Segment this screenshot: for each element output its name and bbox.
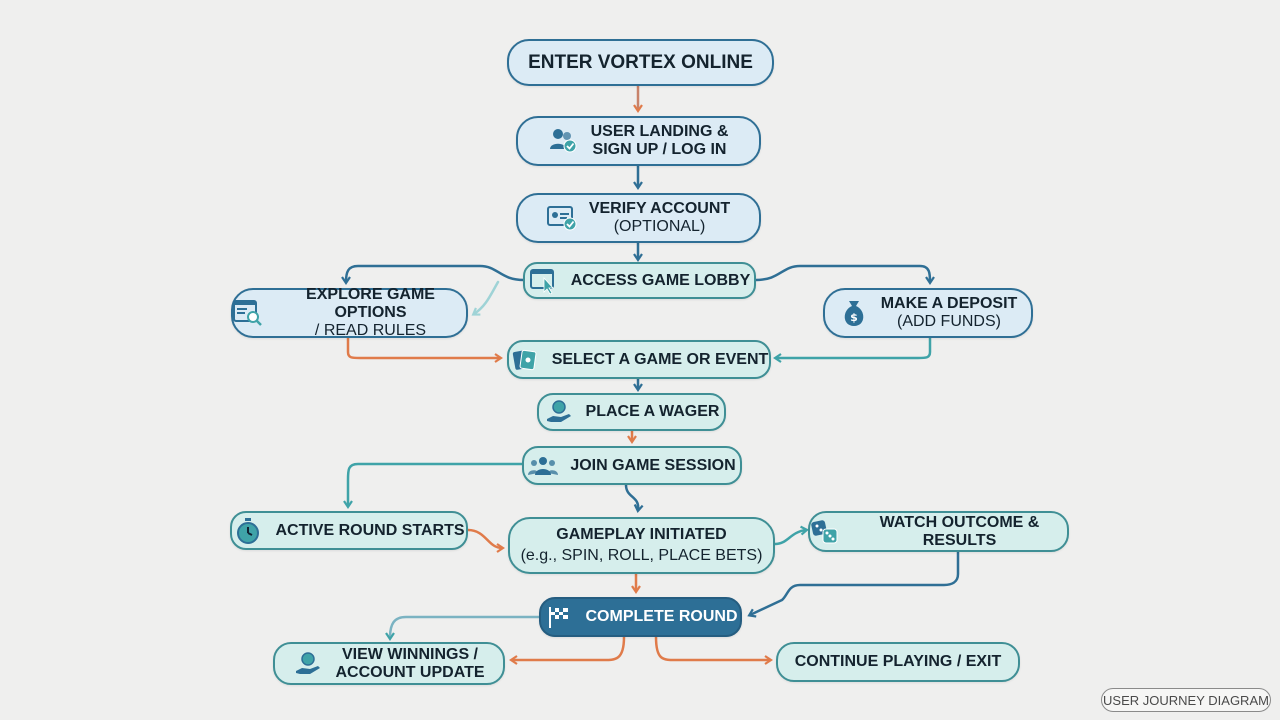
node-complete-round[interactable]: COMPLETE ROUND: [539, 597, 742, 637]
stopwatch-icon: [233, 516, 263, 546]
node-deposit-line1: MAKE A DEPOSIT: [880, 295, 1018, 312]
dice-icon: [810, 517, 840, 547]
node-gameplay-initiated[interactable]: GAMEPLAY INITIATED (e.g., SPIN, ROLL, PL…: [508, 517, 775, 574]
node-explore-line1: EXPLORE GAME OPTIONS: [306, 286, 435, 321]
hand-coin-icon: [544, 397, 574, 427]
node-gameplay-line1: GAMEPLAY INITIATED: [556, 526, 727, 543]
money-bag-icon: $: [839, 298, 869, 328]
node-continue-playing-exit[interactable]: CONTINUE PLAYING / EXIT: [776, 642, 1020, 682]
arrow-lobby-to-deposit: [754, 264, 935, 285]
id-card-check-icon: [546, 203, 577, 233]
node-deposit-line2: (ADD FUNDS): [896, 313, 1001, 330]
node-wager-label: PLACE A WAGER: [585, 403, 720, 420]
node-verify-account[interactable]: VERIFY ACCOUNT (OPTIONAL): [516, 193, 761, 243]
node-winnings-line1: VIEW WINNINGS /: [342, 645, 478, 663]
arrow-complete-to-winnings-lower: [509, 635, 626, 665]
node-view-winnings[interactable]: VIEW WINNINGS / ACCOUNT UPDATE: [273, 642, 505, 685]
arrow-lobby-to-explore-light: [471, 280, 500, 316]
arrow-active-to-gameplay: [466, 528, 505, 553]
node-enter-vortex-online[interactable]: ENTER VORTEX ONLINE: [507, 39, 774, 86]
cards-icon: [510, 345, 540, 375]
node-place-a-wager[interactable]: PLACE A WAGER: [537, 393, 726, 431]
node-lobby-label: ACCESS GAME LOBBY: [570, 271, 751, 289]
node-access-game-lobby[interactable]: ACCESS GAME LOBBY: [523, 262, 756, 299]
node-active-round-starts[interactable]: ACTIVE ROUND STARTS: [230, 511, 468, 550]
arrow-gameplay-to-watch: [773, 525, 809, 546]
node-select-label: SELECT A GAME OR EVENT: [551, 350, 769, 368]
arrow-complete-to-winnings: [385, 615, 542, 641]
hand-coin-icon: [293, 649, 323, 679]
node-enter-label: ENTER VORTEX ONLINE: [528, 51, 753, 73]
node-verify-line2: (OPTIONAL): [613, 218, 706, 235]
arrow-lobby-to-explore: [341, 264, 526, 285]
node-landing-line1: USER LANDING &: [590, 123, 729, 140]
node-gameplay-line2: (e.g., SPIN, ROLL, PLACE BETS): [520, 547, 763, 564]
document-search-icon: [233, 298, 263, 328]
node-landing-line2: SIGN UP / LOG IN: [592, 141, 727, 158]
checkered-flag-icon: [544, 602, 574, 632]
node-make-a-deposit[interactable]: $ MAKE A DEPOSIT (ADD FUNDS): [823, 288, 1033, 338]
arrow-join-to-gameplay: [624, 483, 644, 513]
node-join-label: JOIN GAME SESSION: [570, 456, 736, 474]
arrow-deposit-to-select: [773, 336, 932, 363]
node-verify-line1: VERIFY ACCOUNT: [588, 200, 731, 217]
svg-text:$: $: [850, 311, 858, 324]
node-select-game-or-event[interactable]: SELECT A GAME OR EVENT: [507, 340, 771, 379]
arrow-explore-to-select: [346, 336, 503, 363]
group-icon: [528, 451, 559, 481]
node-user-landing[interactable]: USER LANDING & SIGN UP / LOG IN: [516, 116, 761, 166]
arrow-watch-to-complete: [747, 550, 960, 618]
node-active-label: ACTIVE ROUND STARTS: [275, 521, 465, 539]
node-explore-line2: / READ RULES: [314, 322, 427, 339]
node-explore-game-options[interactable]: EXPLORE GAME OPTIONS / READ RULES: [231, 286, 468, 339]
node-complete-label: COMPLETE ROUND: [585, 608, 738, 625]
diagram-type-badge: USER JOURNEY DIAGRAM: [1101, 688, 1271, 712]
arrow-join-to-active: [343, 462, 524, 509]
node-continue-label: CONTINUE PLAYING / EXIT: [794, 653, 1002, 670]
browser-pointer-icon: [529, 266, 559, 296]
node-watch-label: WATCH OUTCOME & RESULTS: [879, 513, 1040, 549]
footer-badge-label: USER JOURNEY DIAGRAM: [1103, 692, 1269, 708]
node-join-game-session[interactable]: JOIN GAME SESSION: [522, 446, 742, 485]
arrow-complete-to-continue: [654, 635, 773, 665]
node-watch-outcome-results[interactable]: WATCH OUTCOME & RESULTS: [808, 511, 1069, 552]
node-winnings-line2: ACCOUNT UPDATE: [335, 663, 485, 681]
users-check-icon: [549, 126, 579, 156]
